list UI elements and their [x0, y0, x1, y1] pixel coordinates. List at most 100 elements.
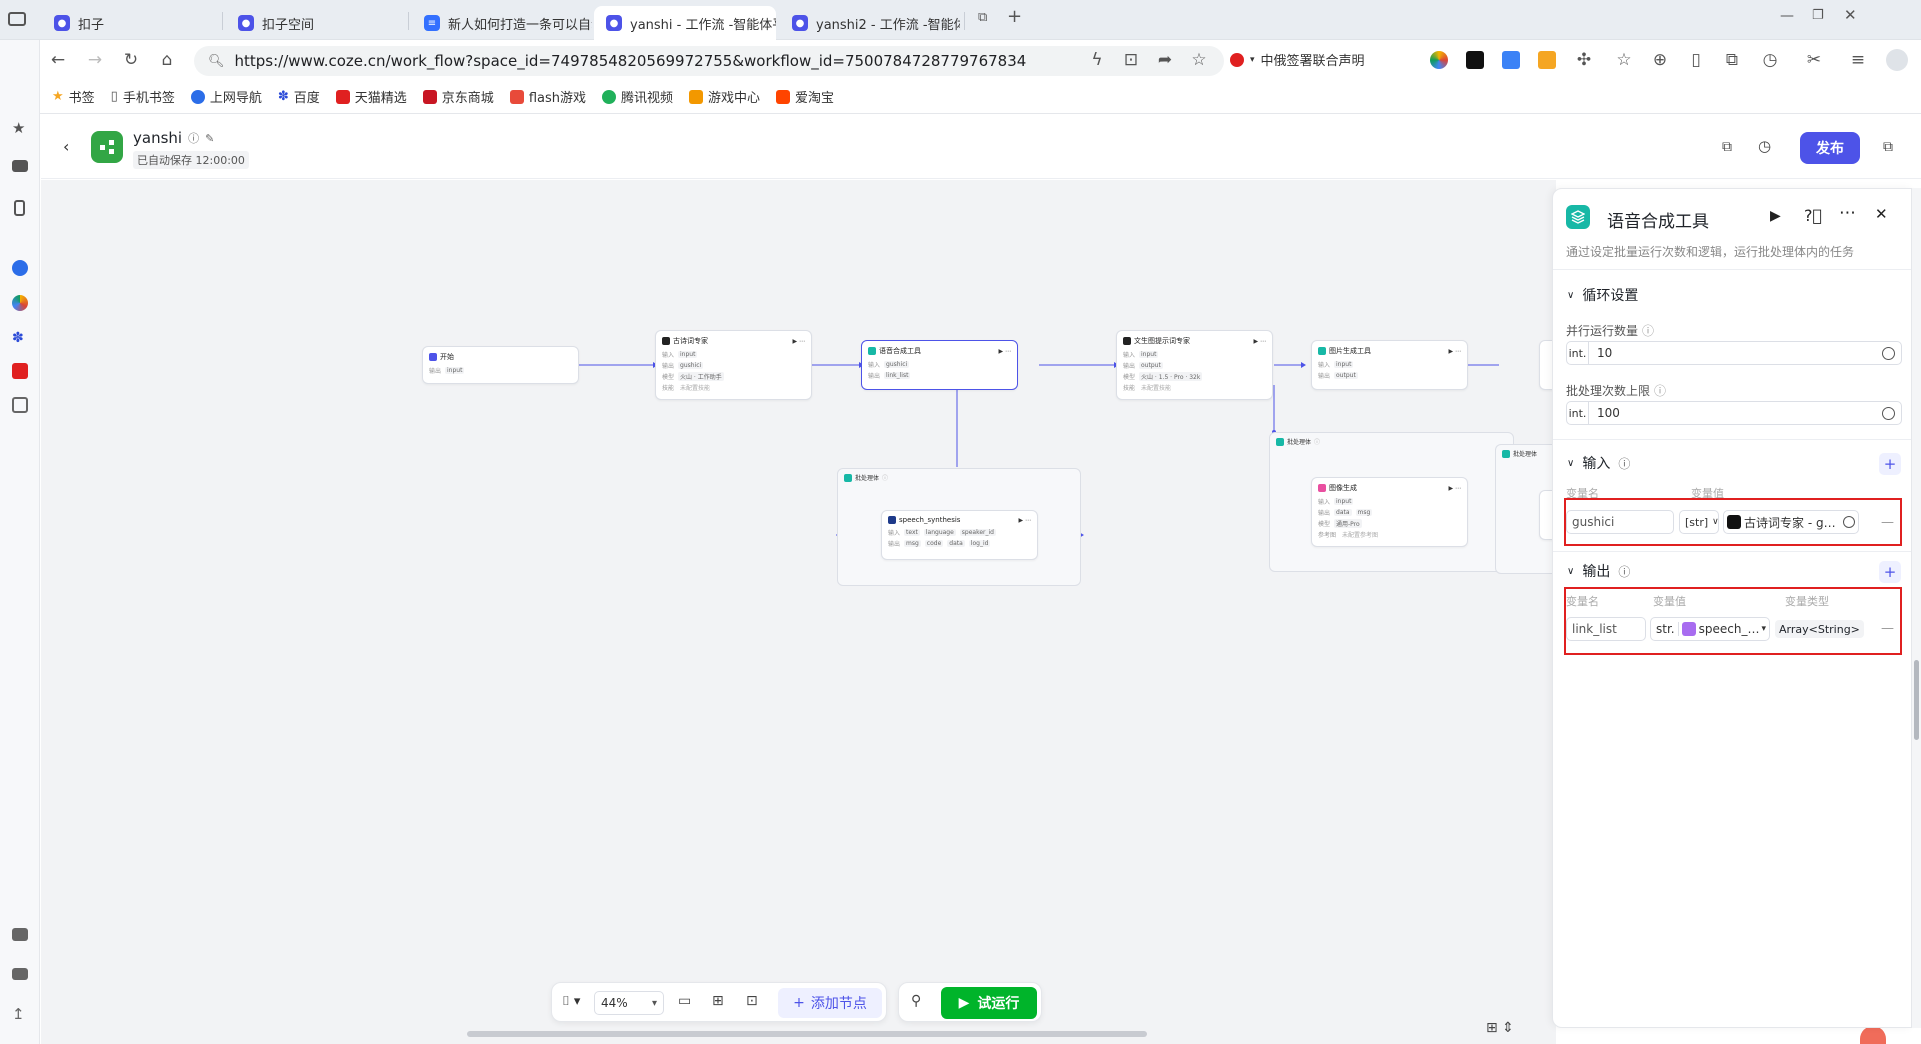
close-icon[interactable]: ✕ — [1875, 205, 1888, 223]
reload-icon[interactable]: ↻ — [123, 50, 139, 70]
hot-icon[interactable] — [12, 363, 28, 379]
add-panel-icon[interactable] — [12, 397, 28, 413]
window-menu-icon[interactable] — [8, 12, 26, 26]
edit-icon[interactable]: ✎ — [205, 131, 215, 145]
translate-icon[interactable] — [1502, 51, 1520, 69]
browser-app-icon[interactable] — [12, 295, 28, 311]
bookmark-item[interactable]: 天猫精选 — [335, 87, 407, 106]
minimap-icon[interactable]: ⊡ — [746, 993, 758, 1009]
loop-settings-section[interactable]: ∨循环设置 — [1567, 288, 1639, 304]
input-var-type-select[interactable]: [str]∨ — [1679, 510, 1719, 534]
restore-icon[interactable]: ❐ — [1812, 8, 1824, 23]
back-icon[interactable]: ← — [50, 50, 66, 70]
news-badge[interactable]: ▾ 中俄签署联合声明 — [1230, 50, 1365, 69]
tab-kouzi[interactable]: ●扣子 — [42, 6, 212, 40]
play-icon[interactable]: ▶ ⋯ — [998, 347, 1011, 355]
play-icon[interactable]: ▶ — [1770, 208, 1781, 224]
copy-icon[interactable]: ⧉ — [1725, 50, 1739, 70]
bookmark-item[interactable]: 上网导航 — [190, 87, 262, 106]
history-icon[interactable]: ◷ — [1762, 50, 1778, 70]
star-icon[interactable]: ☆ — [1191, 50, 1207, 70]
tab-yanshi2[interactable]: ●yanshi2 - 工作流 -智能体平台 — [780, 6, 960, 40]
url-field[interactable]: 🔍︎ https://www.coze.cn/work_flow?space_i… — [194, 46, 1224, 76]
more-icon[interactable]: ⋯ — [1839, 203, 1856, 223]
play-icon[interactable]: ▶ ⋯ — [792, 337, 805, 345]
screenshot-icon[interactable]: ⊡ — [1123, 50, 1139, 70]
input-var-name-field[interactable]: gushici — [1566, 510, 1674, 534]
add-output-button[interactable]: + — [1879, 561, 1901, 583]
node-partial[interactable] — [1539, 490, 1556, 540]
phone-icon[interactable] — [14, 200, 25, 216]
download-icon[interactable]: ⊕ — [1652, 50, 1668, 70]
paw-icon[interactable]: ✽ — [12, 330, 24, 346]
home-icon[interactable]: ⌂ — [161, 50, 173, 70]
bookmark-item[interactable]: flash游戏 — [509, 87, 586, 106]
add-input-button[interactable]: + — [1879, 453, 1901, 475]
stepper-icon[interactable] — [1882, 346, 1895, 360]
panel-scrollbar-thumb[interactable] — [1914, 660, 1919, 740]
phone-icon[interactable]: ▯ — [1691, 50, 1701, 70]
puzzle-icon[interactable]: ✣ — [1576, 50, 1592, 70]
forward-icon[interactable]: → — [87, 50, 103, 70]
input-var-ref-field[interactable]: 古诗词专家 - g… — [1723, 510, 1859, 534]
menu-icon[interactable]: ≡ — [1850, 50, 1866, 70]
new-tab-icon[interactable]: + — [1007, 6, 1023, 27]
extension-ai-icon[interactable] — [1430, 51, 1448, 69]
output-var-ref-field[interactable]: str.speech_…▾ — [1650, 617, 1770, 641]
briefcase-icon[interactable] — [12, 968, 28, 980]
folder-icon[interactable] — [12, 160, 28, 172]
info-icon[interactable]: ⓘ — [188, 132, 200, 145]
tab-yanshi[interactable]: ●yanshi - 工作流 -智能体平台✕ — [594, 6, 776, 40]
batch-limit-input[interactable]: int.100 — [1566, 401, 1902, 425]
assistant-icon[interactable] — [1860, 1026, 1886, 1044]
tab-kouzi-space[interactable]: ●扣子空间 — [226, 6, 406, 40]
tab-doc[interactable]: ≡新人如何打造一条可以自动生成A — [412, 6, 592, 40]
pin-icon[interactable]: ↥ — [12, 1005, 25, 1023]
history-icon[interactable]: ◷ — [1758, 137, 1772, 155]
window-close-icon[interactable]: ✕ — [1844, 6, 1857, 24]
folder-icon[interactable] — [1538, 51, 1556, 69]
test-run-button[interactable]: ▶试运行 — [941, 987, 1037, 1019]
back-arrow-icon[interactable]: ‹ — [63, 137, 70, 156]
debug-icon[interactable]: ⚲ — [911, 993, 922, 1009]
variable-picker-icon[interactable] — [1843, 516, 1855, 528]
stepper-icon[interactable] — [1882, 406, 1895, 420]
media-icon[interactable] — [12, 928, 28, 941]
bookmark-item[interactable]: 爱淘宝 — [776, 87, 834, 106]
grid-icon[interactable]: ⊞ ⇕ — [1486, 1020, 1514, 1036]
add-node-button[interactable]: +添加节点 — [778, 988, 882, 1018]
star-icon[interactable]: ★ — [12, 119, 26, 137]
panel-toggle-icon[interactable]: ⧉ — [1883, 139, 1893, 155]
node-partial[interactable] — [1539, 340, 1556, 390]
favorites-icon[interactable]: ☆ — [1616, 50, 1632, 70]
play-icon[interactable]: ▶ ⋯ — [1448, 484, 1461, 492]
avatar[interactable] — [1886, 49, 1908, 71]
bookmark-item[interactable]: 腾讯视频 — [601, 87, 673, 106]
remove-input-icon[interactable]: — — [1881, 515, 1894, 530]
share-icon[interactable]: ➦ — [1157, 50, 1173, 70]
parallel-count-input[interactable]: int.10 — [1566, 341, 1902, 365]
comment-icon[interactable]: ▭ — [678, 993, 692, 1009]
scissors-icon[interactable]: ✂ — [1806, 50, 1822, 70]
zoom-select[interactable]: 44% ▾ — [594, 991, 664, 1015]
bookmark-item[interactable]: ▯手机书签 — [110, 89, 175, 106]
output-var-name-field[interactable]: link_list — [1566, 617, 1646, 641]
play-icon[interactable]: ▶ ⋯ — [1253, 337, 1266, 345]
play-icon[interactable]: ▶ ⋯ — [1018, 516, 1031, 524]
tab-list-icon[interactable]: ⧉ — [978, 10, 988, 25]
horizontal-scrollbar[interactable] — [467, 1031, 1147, 1037]
bookmark-item[interactable]: ✽百度 — [277, 89, 320, 106]
extension-dark-icon[interactable] — [1466, 51, 1484, 69]
lightning-icon[interactable]: ϟ — [1091, 50, 1103, 70]
play-icon[interactable]: ▶ ⋯ — [1448, 347, 1461, 355]
remove-output-icon[interactable]: — — [1881, 621, 1894, 636]
layout-icon[interactable]: ⊞ — [712, 993, 724, 1009]
